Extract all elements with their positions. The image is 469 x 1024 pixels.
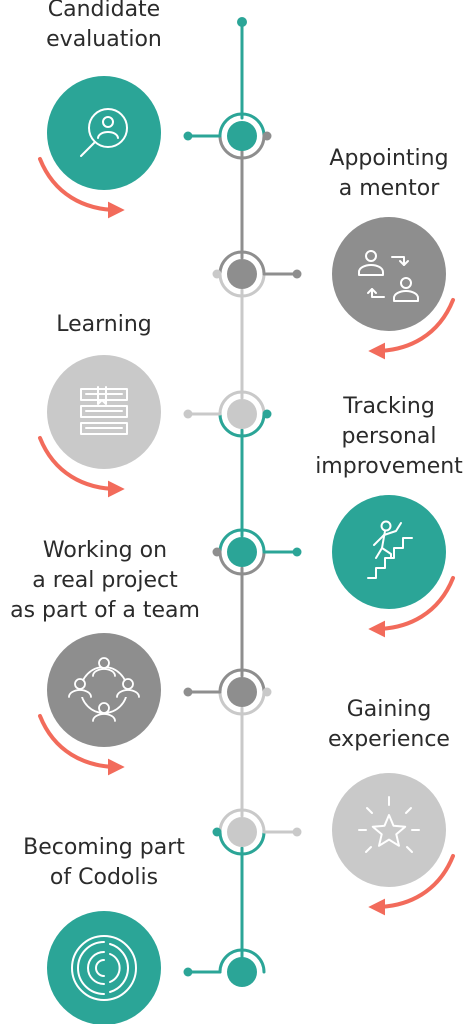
step-title-line: personal	[341, 424, 437, 449]
step-title-line: Learning	[56, 312, 152, 337]
team-network-icon	[68, 657, 140, 722]
curved-arrow-3	[38, 436, 125, 498]
codolis-logo-icon	[71, 935, 137, 1001]
step-circle-2	[332, 217, 446, 331]
curved-arrow-5	[38, 714, 125, 776]
stairs-climb-icon	[367, 520, 413, 579]
timeline-node-2	[212, 250, 302, 298]
timeline-node-6	[212, 808, 302, 856]
timeline-node-4	[212, 528, 302, 576]
step-title-line: improvement	[315, 454, 463, 479]
step-title-line: Working on	[42, 538, 168, 563]
step-title-line: as part of a team	[10, 598, 200, 623]
step-title-line: evaluation	[46, 27, 162, 52]
curved-arrow-2	[368, 298, 455, 360]
step-title-7: Becoming part of Codolis	[4, 833, 204, 893]
step-title-line: Gaining	[346, 697, 432, 722]
timeline-spine	[237, 17, 247, 959]
step-title-3: Learning	[14, 310, 194, 340]
curved-arrow-1	[38, 157, 125, 219]
star-burst-icon	[358, 796, 420, 853]
step-title-6: Gaining experience	[304, 695, 469, 755]
step-title-5: Working on a real project as part of a t…	[0, 536, 210, 626]
mentor-exchange-icon	[358, 250, 419, 302]
step-circle-5	[47, 633, 161, 747]
step-title-4: Tracking personal improvement	[304, 392, 469, 482]
timeline-node-1	[183, 112, 272, 160]
timeline-node-3	[183, 390, 272, 438]
books-icon	[80, 386, 128, 435]
step-title-line: Tracking	[343, 394, 435, 419]
step-title-line: experience	[328, 727, 450, 752]
step-title-line: a mentor	[338, 176, 440, 201]
step-title-line: a real project	[32, 568, 178, 593]
step-title-line: of Codolis	[49, 865, 159, 890]
curved-arrow-4	[368, 576, 455, 638]
step-title-2: Appointing a mentor	[304, 144, 469, 204]
curved-arrow-6	[368, 854, 455, 916]
step-title-line: Appointing	[329, 146, 449, 171]
timeline-node-7	[183, 948, 266, 987]
timeline-node-5	[183, 668, 272, 716]
step-title-line: Becoming part	[23, 835, 185, 860]
step-title-1: Candidate evaluation	[14, 0, 194, 55]
candidate-search-icon	[80, 108, 128, 157]
step-circle-7	[47, 911, 161, 1024]
step-circle-6	[332, 773, 446, 887]
step-title-line: Candidate	[47, 0, 161, 22]
